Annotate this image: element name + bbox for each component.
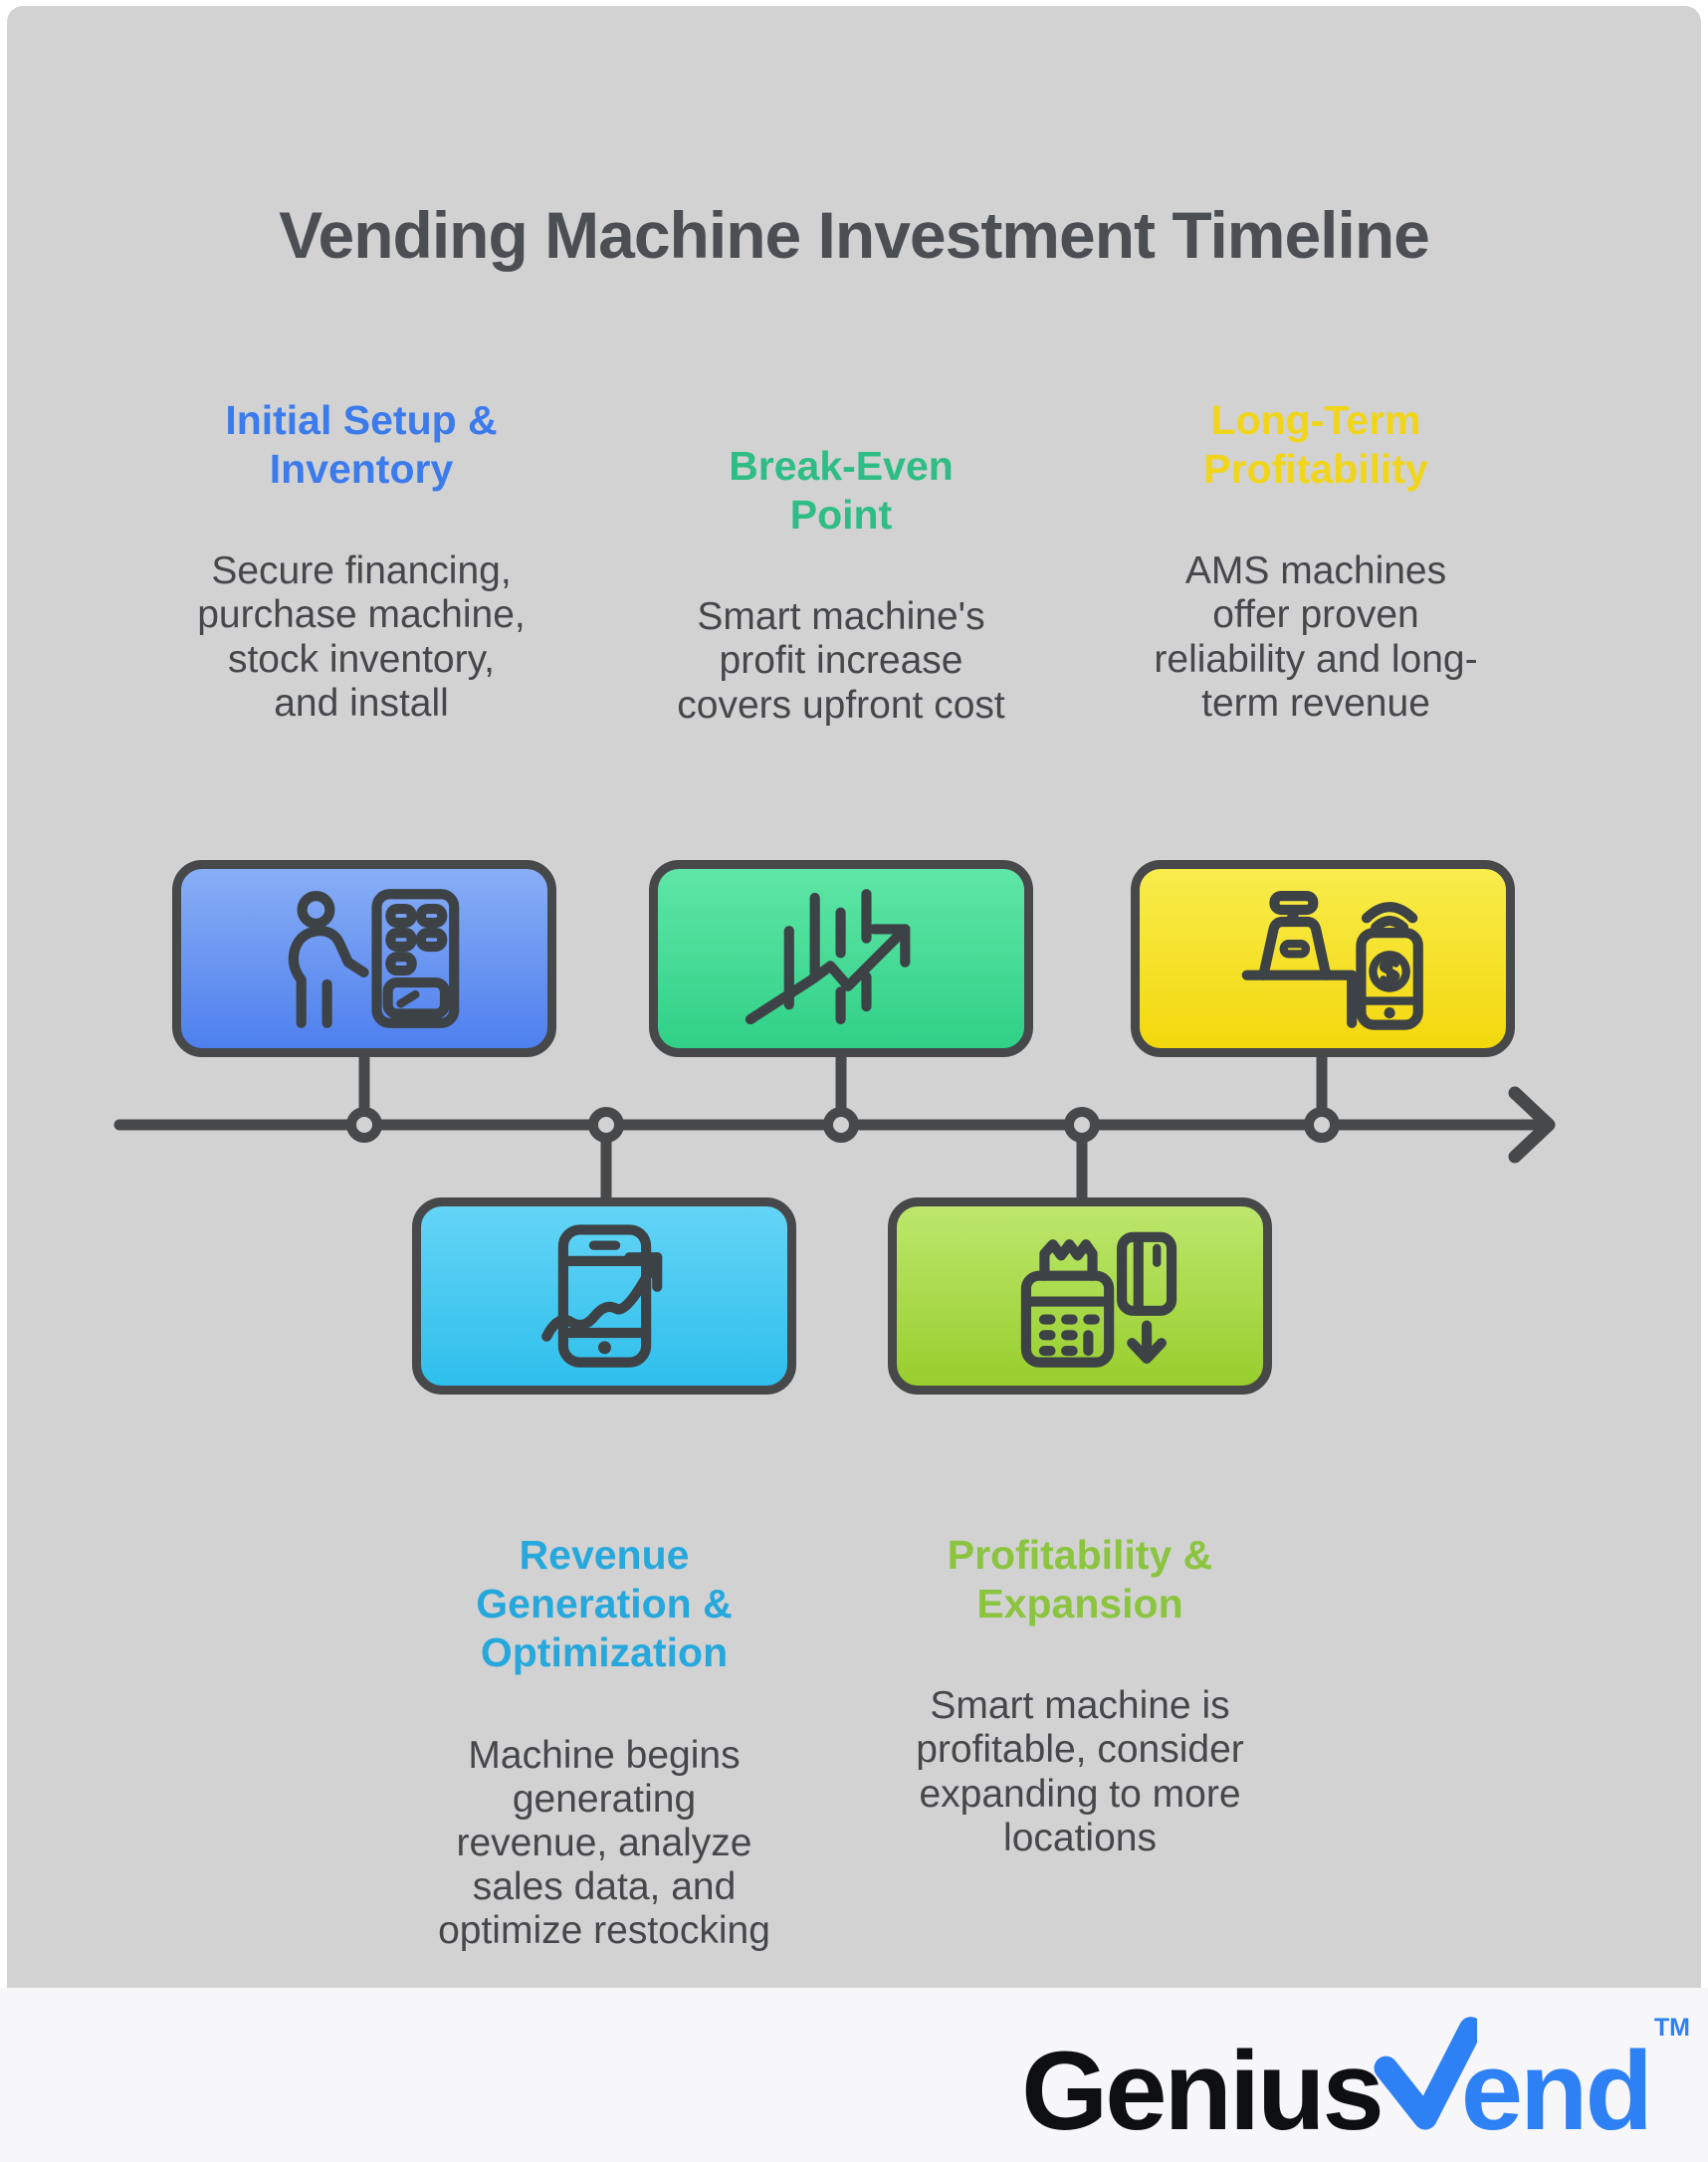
stage-body-profitability-expansion: Smart machine is profitable, consider ex… [916, 1684, 1244, 1859]
stage-heading-revenue-generation: Revenue Generation & Optimization [476, 1532, 733, 1676]
payment-terminal-card-icon [1020, 1231, 1176, 1368]
stage-body-revenue-generation: Machine begins generating revenue, analy… [438, 1733, 770, 1952]
smartphone-growth-chart-icon [540, 1224, 662, 1368]
person-vending-machine-icon [288, 889, 459, 1028]
stage-box-break-even [649, 860, 1033, 1057]
stage-body-break-even: Smart machine's profit increase covers u… [677, 595, 1005, 727]
stage-body-initial-setup: Secure financing, purchase machine, stoc… [197, 549, 526, 725]
timeline-axis-graphic [113, 1047, 1556, 1206]
stage-box-revenue-generation [412, 1197, 796, 1395]
stage-box-long-term [1131, 860, 1515, 1057]
stage-text-long-term: Long-Term Profitability AMS machines off… [1122, 396, 1510, 726]
check-v-icon [1374, 2017, 1477, 2130]
stage-heading-initial-setup: Initial Setup & Inventory [225, 397, 498, 493]
page-title: Vending Machine Investment Timeline [279, 198, 1430, 272]
cash-register-mobile-payment-icon [1241, 891, 1423, 1030]
stage-box-profitability-expansion [888, 1197, 1272, 1395]
timeline-node-3 [823, 1107, 859, 1143]
stage-text-profitability-expansion: Profitability & Expansion Smart machine … [886, 1531, 1274, 1860]
brand-name-vend: end [1460, 2029, 1653, 2153]
timeline-node-2 [588, 1107, 624, 1143]
brand-name-genius: Genius [1021, 2029, 1385, 2153]
trademark-label: TM [1653, 2014, 1690, 2042]
stage-heading-profitability-expansion: Profitability & Expansion [947, 1532, 1213, 1627]
timeline-node-5 [1304, 1107, 1340, 1143]
stage-text-revenue-generation: Revenue Generation & Optimization Machin… [410, 1531, 798, 1953]
stage-text-initial-setup: Initial Setup & Inventory Secure financi… [167, 396, 555, 726]
stock-chart-arrow-icon [745, 889, 910, 1025]
timeline-node-1 [346, 1107, 382, 1143]
stage-body-long-term: AMS machines offer proven reliability an… [1154, 549, 1478, 725]
stage-text-break-even: Break-Even Point Smart machine's profit … [647, 442, 1035, 728]
footer-bar: Genius end TM [0, 1988, 1708, 2162]
stage-box-initial-setup [172, 860, 556, 1057]
stage-heading-long-term: Long-Term Profitability [1203, 397, 1428, 493]
stage-heading-break-even: Break-Even Point [729, 443, 954, 539]
brand-logo: Genius end TM [1021, 2014, 1690, 2147]
timeline-node-4 [1064, 1107, 1100, 1143]
timeline-arrowhead-icon [1508, 1086, 1556, 1164]
